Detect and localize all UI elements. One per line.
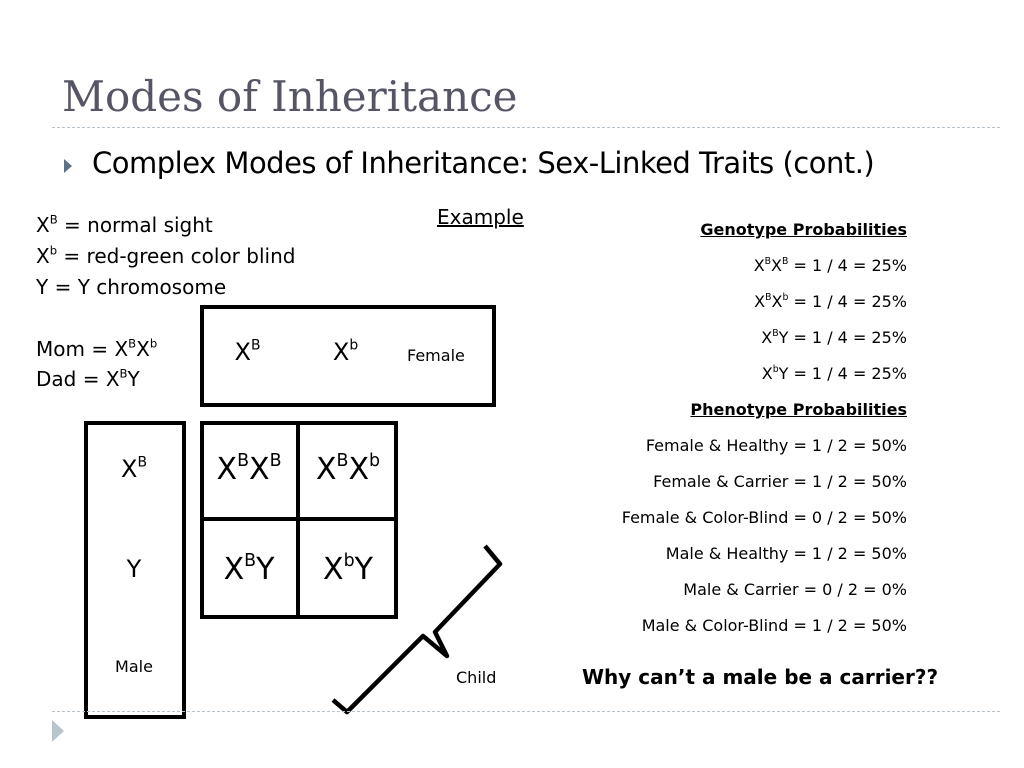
title-divider bbox=[52, 127, 1000, 128]
male-allele-xb: XB bbox=[121, 454, 147, 483]
footer-divider bbox=[52, 711, 1000, 712]
phenotype-row: Female & Carrier = 1 / 2 = 50% bbox=[653, 472, 907, 491]
punnett-horizontal-divider bbox=[200, 517, 398, 521]
genotype-row-xbxsmallb: XBXb = 1 / 4 = 25% bbox=[754, 292, 907, 311]
male-label: Male bbox=[115, 657, 153, 676]
phenotype-row: Female & Color-Blind = 0 / 2 = 50% bbox=[621, 508, 907, 527]
example-label: Example bbox=[437, 205, 524, 229]
legend-normal-sight: XB = normal sight bbox=[36, 212, 213, 237]
male-alleles-box bbox=[84, 421, 186, 719]
female-allele-xsmallb: Xb bbox=[332, 337, 359, 366]
bullet-arrow-icon bbox=[64, 159, 72, 173]
punnett-cell-xbxb: XBXB bbox=[216, 450, 282, 487]
child-bracket-icon bbox=[331, 544, 503, 715]
slide-title: Modes of Inheritance bbox=[62, 72, 518, 121]
next-slide-arrow-icon[interactable] bbox=[52, 720, 64, 742]
phenotype-row: Male & Healthy = 1 / 2 = 50% bbox=[665, 544, 907, 563]
legend-y-chromosome: Y = Y chromosome bbox=[36, 275, 227, 299]
punnett-cell-xsmallby: XbY bbox=[323, 550, 373, 587]
punnett-cell-xby: XBY bbox=[223, 550, 275, 587]
child-label: Child bbox=[456, 668, 497, 687]
male-allele-y: Y bbox=[126, 555, 142, 583]
legend-dad: Dad = XBY bbox=[36, 366, 140, 391]
genotype-row-xby: XBY = 1 / 4 = 25% bbox=[761, 328, 907, 347]
punnett-cell-xbxsmallb: XBXb bbox=[315, 450, 381, 487]
genotype-header: Genotype Probabilities bbox=[700, 220, 907, 239]
female-label: Female bbox=[407, 346, 465, 365]
phenotype-row: Male & Color-Blind = 1 / 2 = 50% bbox=[641, 616, 907, 635]
phenotype-header: Phenotype Probabilities bbox=[690, 400, 907, 419]
legend-mom: Mom = XBXb bbox=[36, 336, 158, 361]
female-allele-xb: XB bbox=[234, 337, 261, 366]
bullet-heading: Complex Modes of Inheritance: Sex-Linked… bbox=[92, 146, 875, 180]
legend-color-blind: Xb = red-green color blind bbox=[36, 243, 296, 268]
female-alleles-box bbox=[200, 305, 496, 407]
phenotype-row: Female & Healthy = 1 / 2 = 50% bbox=[645, 436, 907, 455]
genotype-row-xbxb: XBXB = 1 / 4 = 25% bbox=[753, 256, 907, 275]
question-text: Why can’t a male be a carrier?? bbox=[582, 665, 939, 689]
probabilities-panel: Genotype Probabilities XBXB = 1 / 4 = 25… bbox=[547, 218, 907, 650]
phenotype-row: Male & Carrier = 0 / 2 = 0% bbox=[683, 580, 907, 599]
genotype-row-xsmallby: XbY = 1 / 4 = 25% bbox=[761, 364, 907, 383]
